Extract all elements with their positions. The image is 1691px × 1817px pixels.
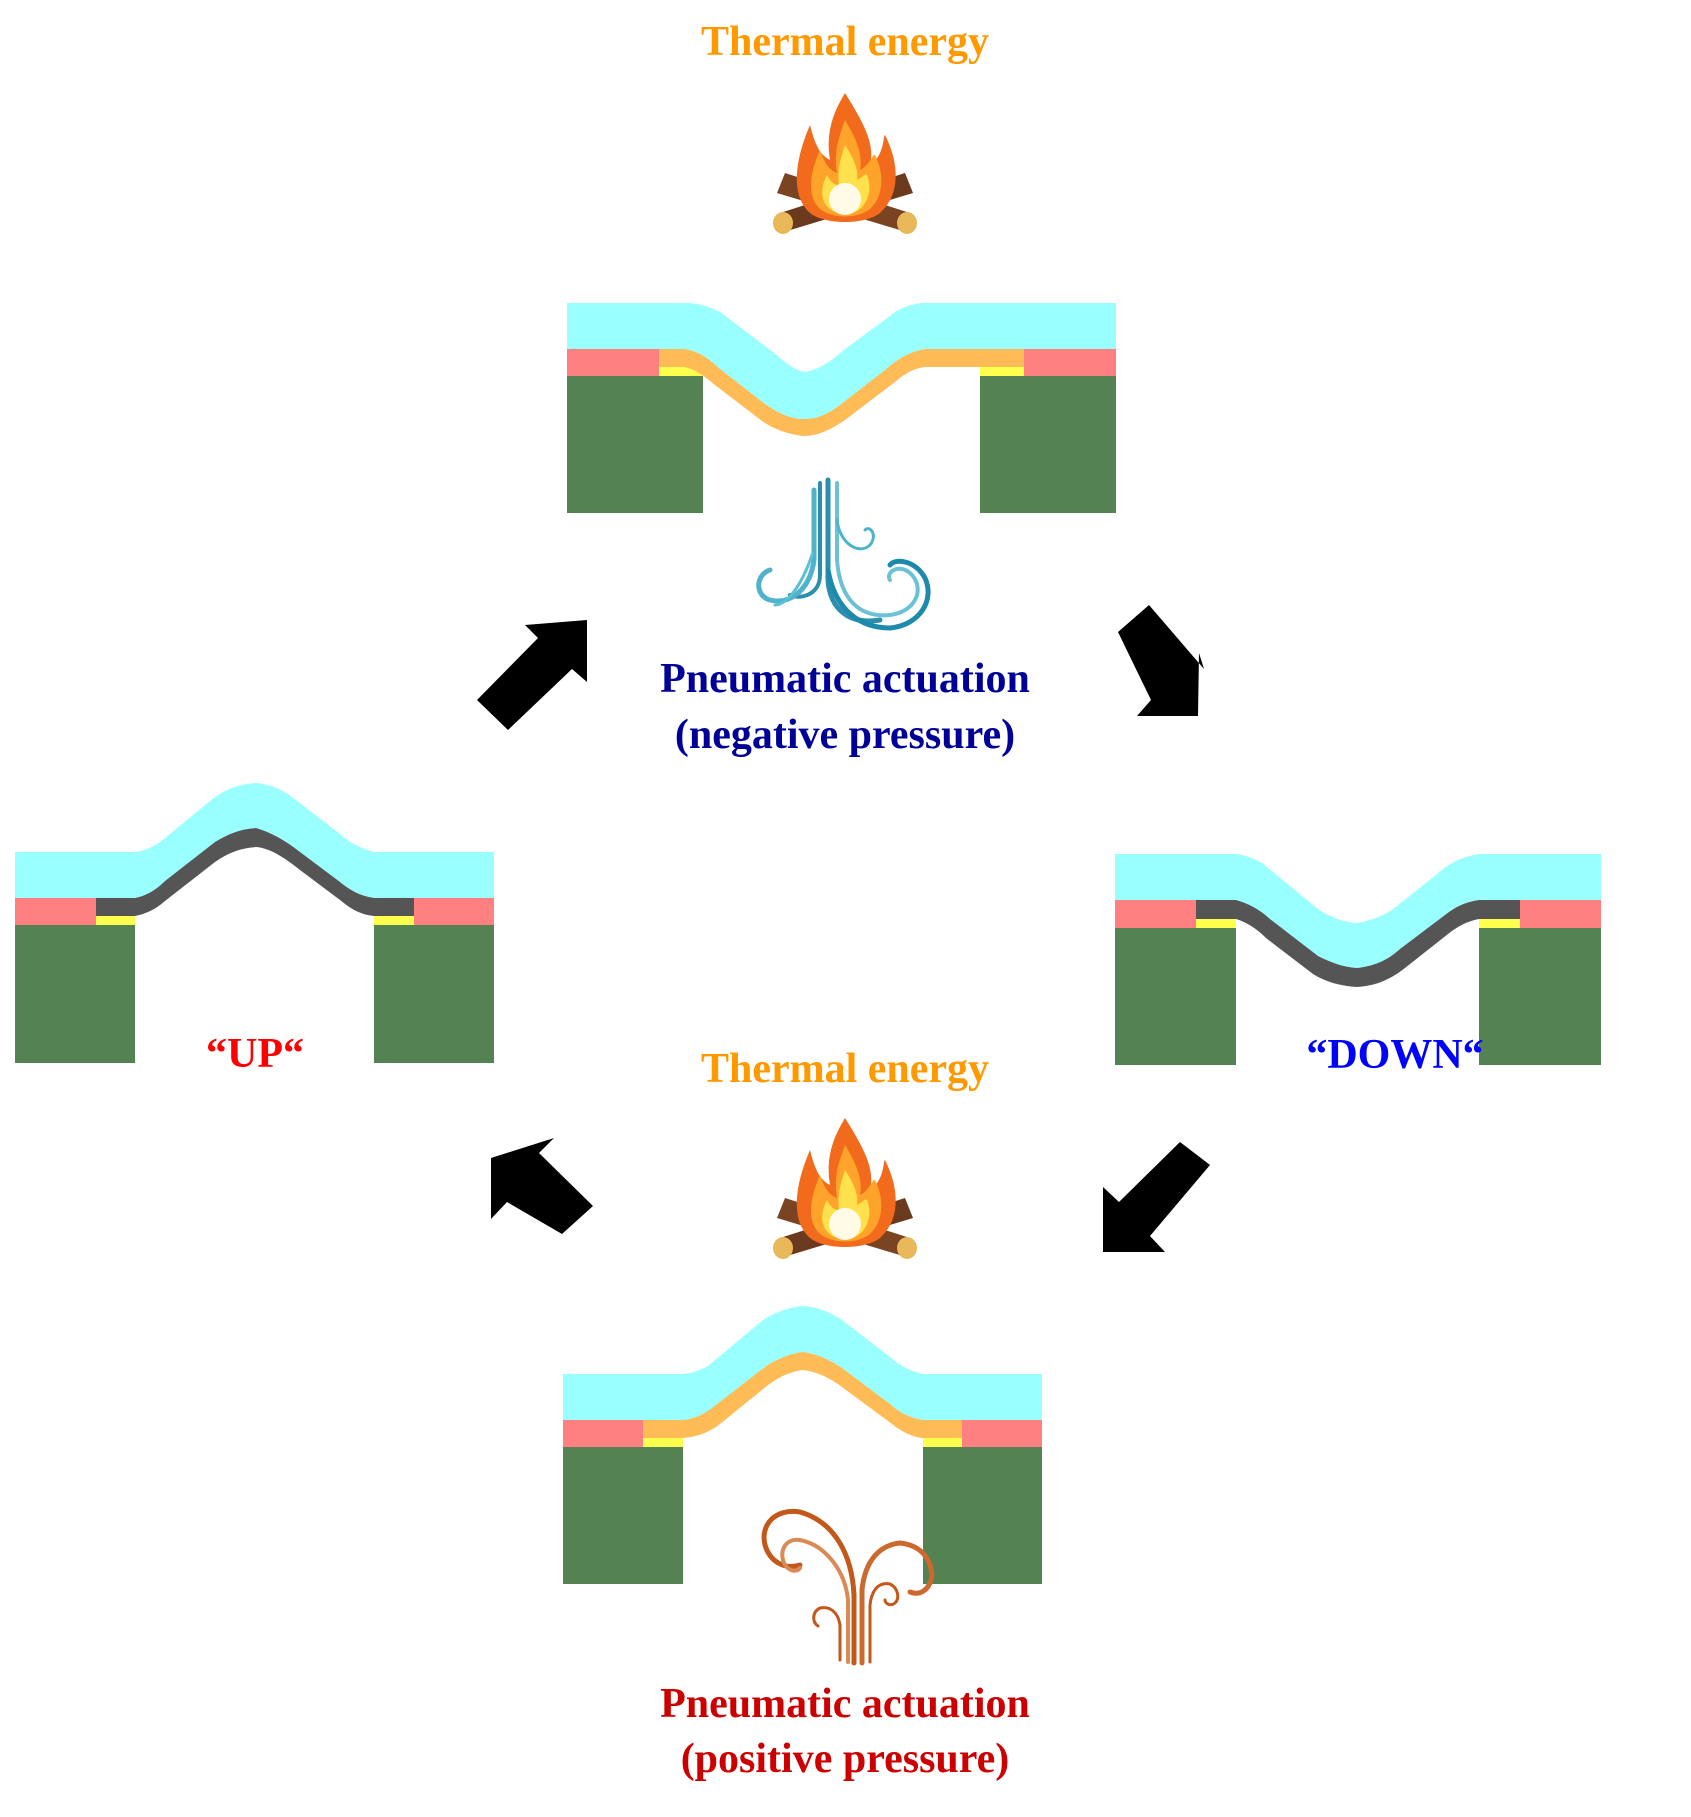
electrode-left <box>643 1438 683 1447</box>
electrode-left <box>659 367 703 376</box>
electrode-left <box>1196 919 1236 928</box>
substrate-left <box>563 1447 683 1584</box>
heated-layer <box>643 1352 962 1438</box>
heated-layer <box>659 349 1024 436</box>
arrow-bottom-to-up[interactable] <box>491 1138 593 1234</box>
spacer-right <box>962 1420 1042 1447</box>
down-state-label: “DOWN“ <box>1306 1032 1483 1078</box>
cold-layer <box>96 828 414 916</box>
spacer-left <box>15 898 96 925</box>
membrane-top-layer <box>563 1306 1042 1420</box>
substrate-right <box>374 925 494 1063</box>
campfire-icon <box>773 1118 917 1259</box>
down-membrane-diagram <box>1115 854 1601 1065</box>
top-pneumatic-line2: (negative pressure) <box>675 712 1015 758</box>
up-membrane-diagram <box>15 783 494 1063</box>
substrate-right <box>1479 928 1601 1065</box>
membrane-top-layer <box>1115 854 1601 968</box>
blowing-air-icon <box>761 1508 935 1666</box>
up-state-label: “UP“ <box>206 1031 304 1077</box>
electrode-right <box>923 1438 962 1447</box>
substrate-left <box>1115 928 1236 1065</box>
spacer-left <box>1115 900 1196 928</box>
arrow-down-to-bottom[interactable] <box>1103 1142 1210 1252</box>
spacer-right <box>1024 349 1116 376</box>
bottom-pneumatic-line1: Pneumatic actuation <box>660 1681 1030 1727</box>
spacer-right <box>1520 900 1601 928</box>
substrate-right <box>923 1447 1042 1584</box>
electrode-right <box>1479 919 1520 928</box>
arrow-up-to-top[interactable] <box>477 620 587 730</box>
membrane-top-layer <box>15 783 494 898</box>
substrate-left <box>567 376 703 513</box>
flame-core <box>829 1208 861 1240</box>
top-pneumatic-line1: Pneumatic actuation <box>660 656 1030 702</box>
electrode-right <box>980 367 1024 376</box>
top-membrane-diagram <box>567 303 1116 513</box>
bottom-pneumatic-line2: (positive pressure) <box>681 1736 1010 1782</box>
bottom-membrane-diagram <box>563 1306 1042 1584</box>
membrane-top-layer <box>567 303 1116 419</box>
campfire-icon <box>773 93 917 234</box>
spacer-left <box>563 1420 643 1447</box>
arrow-top-to-down[interactable] <box>1118 605 1204 716</box>
substrate-right <box>980 376 1116 513</box>
spacer-right <box>414 898 494 925</box>
bottom-thermal-label: Thermal energy <box>701 1046 989 1092</box>
spacer-left <box>567 349 659 376</box>
substrate-left <box>15 925 135 1063</box>
electrode-left <box>96 916 135 925</box>
electrode-right <box>374 916 414 925</box>
suction-air-icon <box>756 477 931 631</box>
top-thermal-label: Thermal energy <box>701 19 989 65</box>
flame-core <box>829 183 861 215</box>
cold-layer <box>1196 900 1520 987</box>
